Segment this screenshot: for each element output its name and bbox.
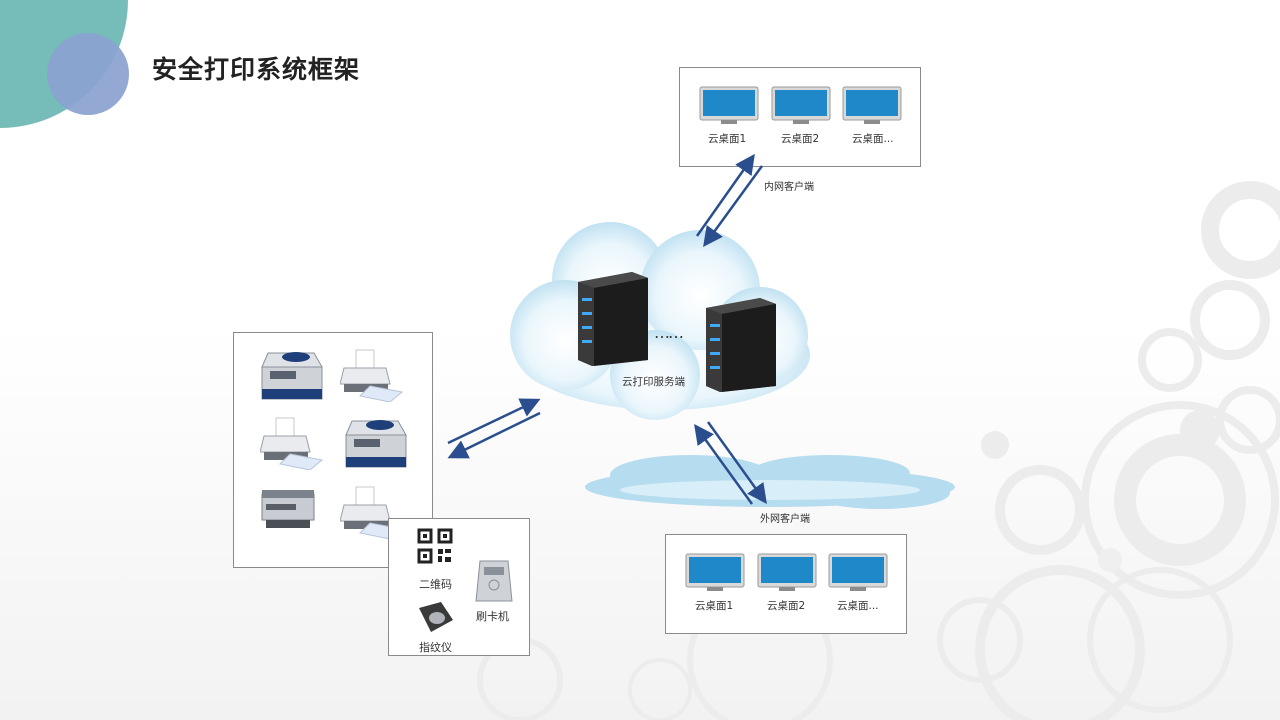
fingerprint-label: 指纹仪 — [419, 641, 452, 654]
extranet-label: 外网客户端 — [760, 514, 810, 525]
qr-code-label: 二维码 — [419, 578, 452, 591]
server-icon — [706, 298, 776, 392]
server-icon — [578, 272, 648, 366]
intranet-desktop-label: 云桌面... — [852, 133, 894, 145]
page-title: 安全打印系统框架 — [152, 55, 361, 84]
printer-icon — [260, 417, 324, 470]
server-label: 云打印服务端 — [622, 376, 685, 388]
extranet-cloud — [585, 455, 955, 509]
card-reader-label: 刷卡机 — [476, 610, 509, 623]
monitor-icon — [757, 553, 817, 591]
laser-printer-icon — [261, 490, 315, 528]
monitor-icon — [685, 553, 745, 591]
fingerprint-reader-icon — [419, 602, 453, 632]
printer-icon — [340, 349, 404, 402]
intranet-desktop-label: 云桌面2 — [781, 133, 820, 145]
extranet-desktop-label: 云桌面2 — [767, 600, 806, 612]
intranet-label: 内网客户端 — [764, 182, 814, 193]
qr-code-icon — [417, 528, 453, 564]
corner-accent — [0, 0, 129, 128]
monitor-icon — [842, 86, 902, 124]
server-dots: …… — [654, 323, 684, 342]
card-reader-icon — [475, 560, 513, 602]
monitor-icon — [828, 553, 888, 591]
extranet-desktop-label: 云桌面1 — [695, 600, 734, 612]
monitor-icon — [699, 86, 759, 124]
extranet-desktop-label: 云桌面... — [837, 600, 879, 612]
intranet-desktop-label: 云桌面1 — [708, 133, 747, 145]
multifunction-printer-icon — [345, 420, 407, 468]
multifunction-printer-icon — [261, 352, 323, 400]
monitor-icon — [771, 86, 831, 124]
